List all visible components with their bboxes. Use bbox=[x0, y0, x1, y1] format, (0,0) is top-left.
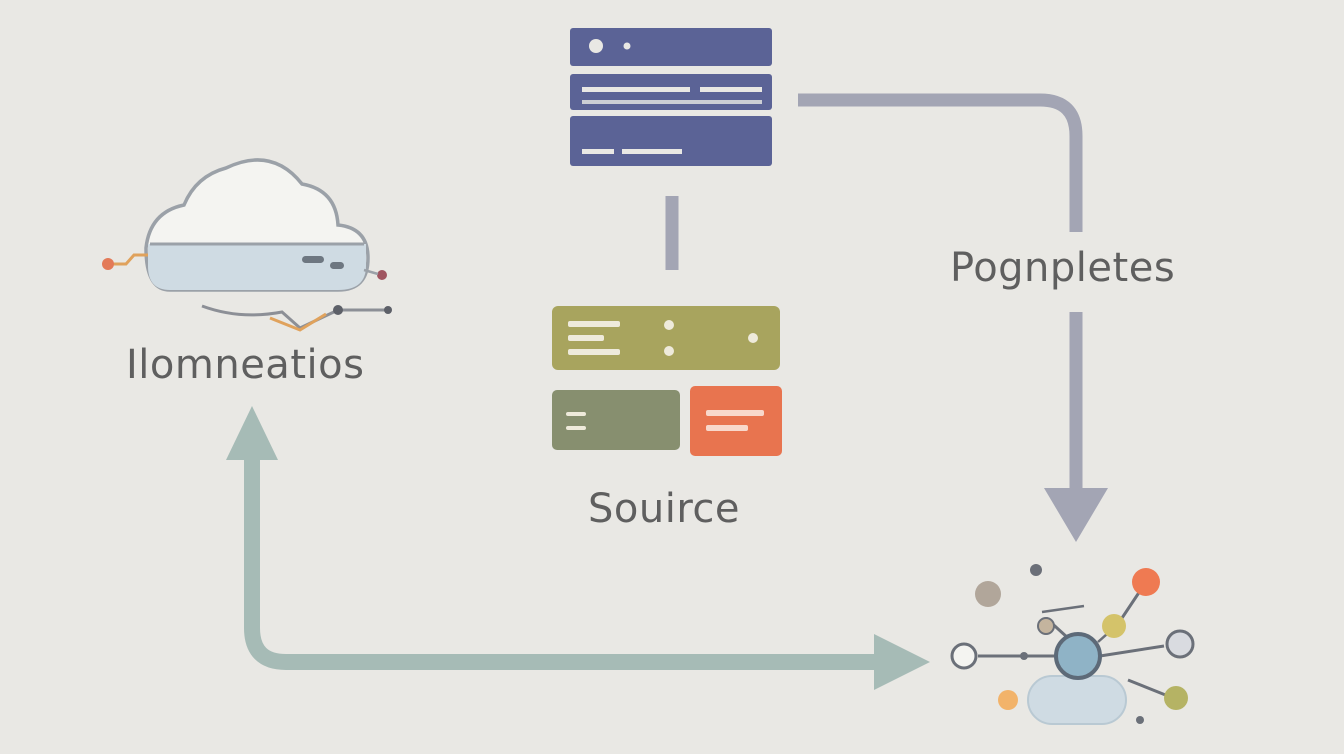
network-node-dot bbox=[1020, 652, 1028, 660]
connector-document-to-network bbox=[798, 93, 1108, 542]
document-header-dot-small bbox=[623, 42, 631, 50]
source-small-line bbox=[566, 412, 586, 416]
source-blocks-icon bbox=[552, 306, 782, 456]
cloud-node-dot bbox=[102, 258, 114, 270]
source-small-block bbox=[552, 390, 680, 450]
flow-label: Pognpletes bbox=[950, 245, 1176, 291]
document-body-block bbox=[570, 116, 772, 166]
cloud-drive-band bbox=[148, 244, 366, 290]
cloud-link-left bbox=[110, 253, 148, 266]
document-window-icon bbox=[570, 28, 772, 166]
connector-top-segment bbox=[798, 93, 1083, 232]
network-node-amber bbox=[998, 690, 1018, 710]
source-server-line bbox=[568, 321, 620, 327]
arrowhead-up bbox=[226, 406, 278, 460]
connector-cloud-network bbox=[226, 406, 930, 690]
connector-l-path bbox=[244, 455, 884, 670]
network-base-node bbox=[1027, 675, 1127, 725]
network-center-node bbox=[1054, 632, 1102, 680]
cloud-link-bottom bbox=[201, 304, 388, 330]
cloud-node-dot bbox=[384, 306, 392, 314]
network-node-hollow bbox=[950, 642, 978, 670]
document-text-line bbox=[700, 87, 762, 92]
network-edge bbox=[1099, 644, 1165, 658]
arrowhead-down bbox=[1044, 488, 1108, 542]
cloud-drive-slot bbox=[302, 256, 324, 263]
source-orange-block bbox=[690, 386, 782, 456]
document-header-bar bbox=[570, 28, 772, 66]
network-node-olive bbox=[1164, 686, 1188, 710]
network-node-yellow bbox=[1102, 614, 1126, 638]
source-orange-line bbox=[706, 425, 748, 431]
arrowhead-right bbox=[874, 634, 930, 690]
cloud-storage-icon bbox=[102, 158, 392, 332]
document-text-line bbox=[622, 149, 682, 154]
cloud-drive-slot bbox=[330, 262, 344, 269]
source-label: Souirce bbox=[588, 486, 740, 532]
source-server-line bbox=[568, 349, 620, 355]
network-edge bbox=[1041, 604, 1085, 614]
network-node-taupe bbox=[975, 581, 1001, 607]
document-header-dot bbox=[589, 39, 603, 53]
cloud-link-right bbox=[363, 268, 379, 276]
source-server-dot bbox=[664, 346, 674, 356]
network-node-small bbox=[1037, 617, 1055, 635]
cloud-label: Ilomneatios bbox=[126, 342, 365, 388]
network-edge bbox=[1127, 678, 1169, 698]
source-server-dot bbox=[748, 333, 758, 343]
document-text-line bbox=[582, 100, 762, 104]
network-node-dot bbox=[1030, 564, 1042, 576]
document-text-line bbox=[582, 149, 614, 154]
source-server-dot bbox=[664, 320, 674, 330]
network-graph-icon bbox=[950, 564, 1195, 725]
source-server-line bbox=[568, 335, 604, 341]
cloud-link-accent bbox=[269, 312, 327, 332]
network-node-gray bbox=[1165, 629, 1195, 659]
cloud-node-dot bbox=[333, 305, 343, 315]
cloud-node-dot bbox=[377, 270, 387, 280]
source-orange-line bbox=[706, 410, 764, 416]
network-node-orange bbox=[1132, 568, 1160, 596]
document-text-line bbox=[582, 87, 690, 92]
source-small-line bbox=[566, 426, 586, 430]
network-node-dot bbox=[1136, 716, 1144, 724]
